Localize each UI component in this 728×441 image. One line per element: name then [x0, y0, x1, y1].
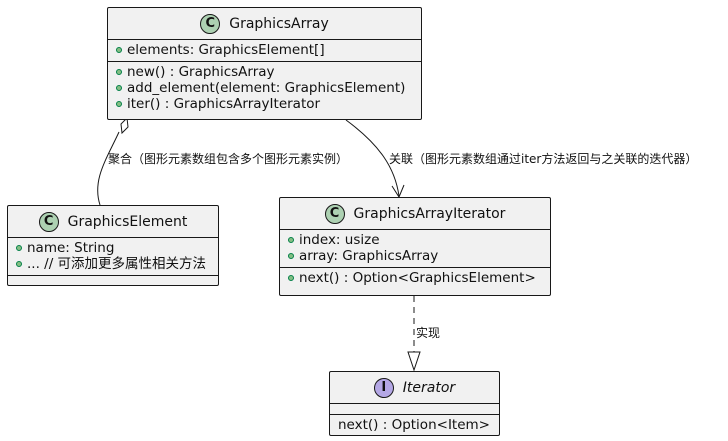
class-stereotype-icon: C [324, 203, 345, 224]
field-row: name: String [8, 240, 218, 256]
association-line [345, 119, 400, 197]
association-label: 关联（图形元素数组通过iter方法返回与之关联的迭代器） [389, 152, 698, 166]
public-visibility-icon [16, 245, 22, 251]
aggregation-label: 聚合（图形元素数组包含多个图形元素实例） [108, 152, 349, 166]
class-methods: new() : GraphicsArray add_element(elemen… [108, 61, 421, 115]
interface-stereotype-icon: I [373, 377, 394, 398]
class-methods: next() : Option<Item> [330, 414, 499, 436]
field-row: index: usize [280, 232, 550, 248]
class-name: GraphicsElement [67, 213, 188, 230]
class-fields: elements: GraphicsElement[] [108, 39, 421, 61]
class-header: C GraphicsArrayIterator [280, 198, 550, 229]
method-row: new() : GraphicsArray [108, 64, 421, 80]
class-fields: index: usize array: GraphicsArray [280, 229, 550, 267]
class-methods: next() : Option<GraphicsElement> [280, 267, 550, 289]
field-row: elements: GraphicsElement[] [108, 42, 421, 58]
public-visibility-icon [116, 69, 122, 75]
method-row: iter() : GraphicsArrayIterator [108, 96, 421, 112]
class-header: I Iterator [330, 372, 499, 403]
class-graphics-array-iterator[interactable]: C GraphicsArrayIterator index: usize arr… [279, 197, 551, 296]
method-row: next() : Option<GraphicsElement> [280, 270, 550, 286]
method-row: add_element(element: GraphicsElement) [108, 80, 421, 96]
method-row: next() : Option<Item> [338, 417, 490, 433]
field-row: array: GraphicsArray [280, 248, 550, 264]
class-header: C GraphicsArray [108, 8, 421, 39]
class-graphics-array[interactable]: C GraphicsArray elements: GraphicsElemen… [107, 7, 422, 120]
class-stereotype-icon: C [38, 211, 59, 232]
class-graphics-element[interactable]: C GraphicsElement name: String ... // 可添… [7, 205, 219, 286]
public-visibility-icon [116, 101, 122, 107]
class-stereotype-icon: C [200, 13, 221, 34]
class-fields: name: String ... // 可添加更多属性相关方法 [8, 237, 218, 275]
interface-iterator[interactable]: I Iterator next() : Option<Item> [329, 371, 500, 436]
class-header: C GraphicsElement [8, 206, 218, 237]
class-name: Iterator [402, 379, 456, 396]
class-fields [330, 403, 499, 414]
realization-label: 实现 [416, 326, 441, 340]
realization-triangle [407, 351, 421, 372]
public-visibility-icon [116, 85, 122, 91]
public-visibility-icon [116, 47, 122, 53]
public-visibility-icon [288, 275, 294, 281]
public-visibility-icon [288, 237, 294, 243]
aggregation-diamond [120, 116, 129, 135]
class-name: GraphicsArrayIterator [353, 205, 506, 222]
aggregation-line [97, 131, 120, 206]
class-name: GraphicsArray [229, 15, 329, 32]
field-row: ... // 可添加更多属性相关方法 [8, 256, 218, 272]
public-visibility-icon [16, 261, 22, 267]
public-visibility-icon [288, 253, 294, 259]
class-methods [8, 275, 218, 286]
